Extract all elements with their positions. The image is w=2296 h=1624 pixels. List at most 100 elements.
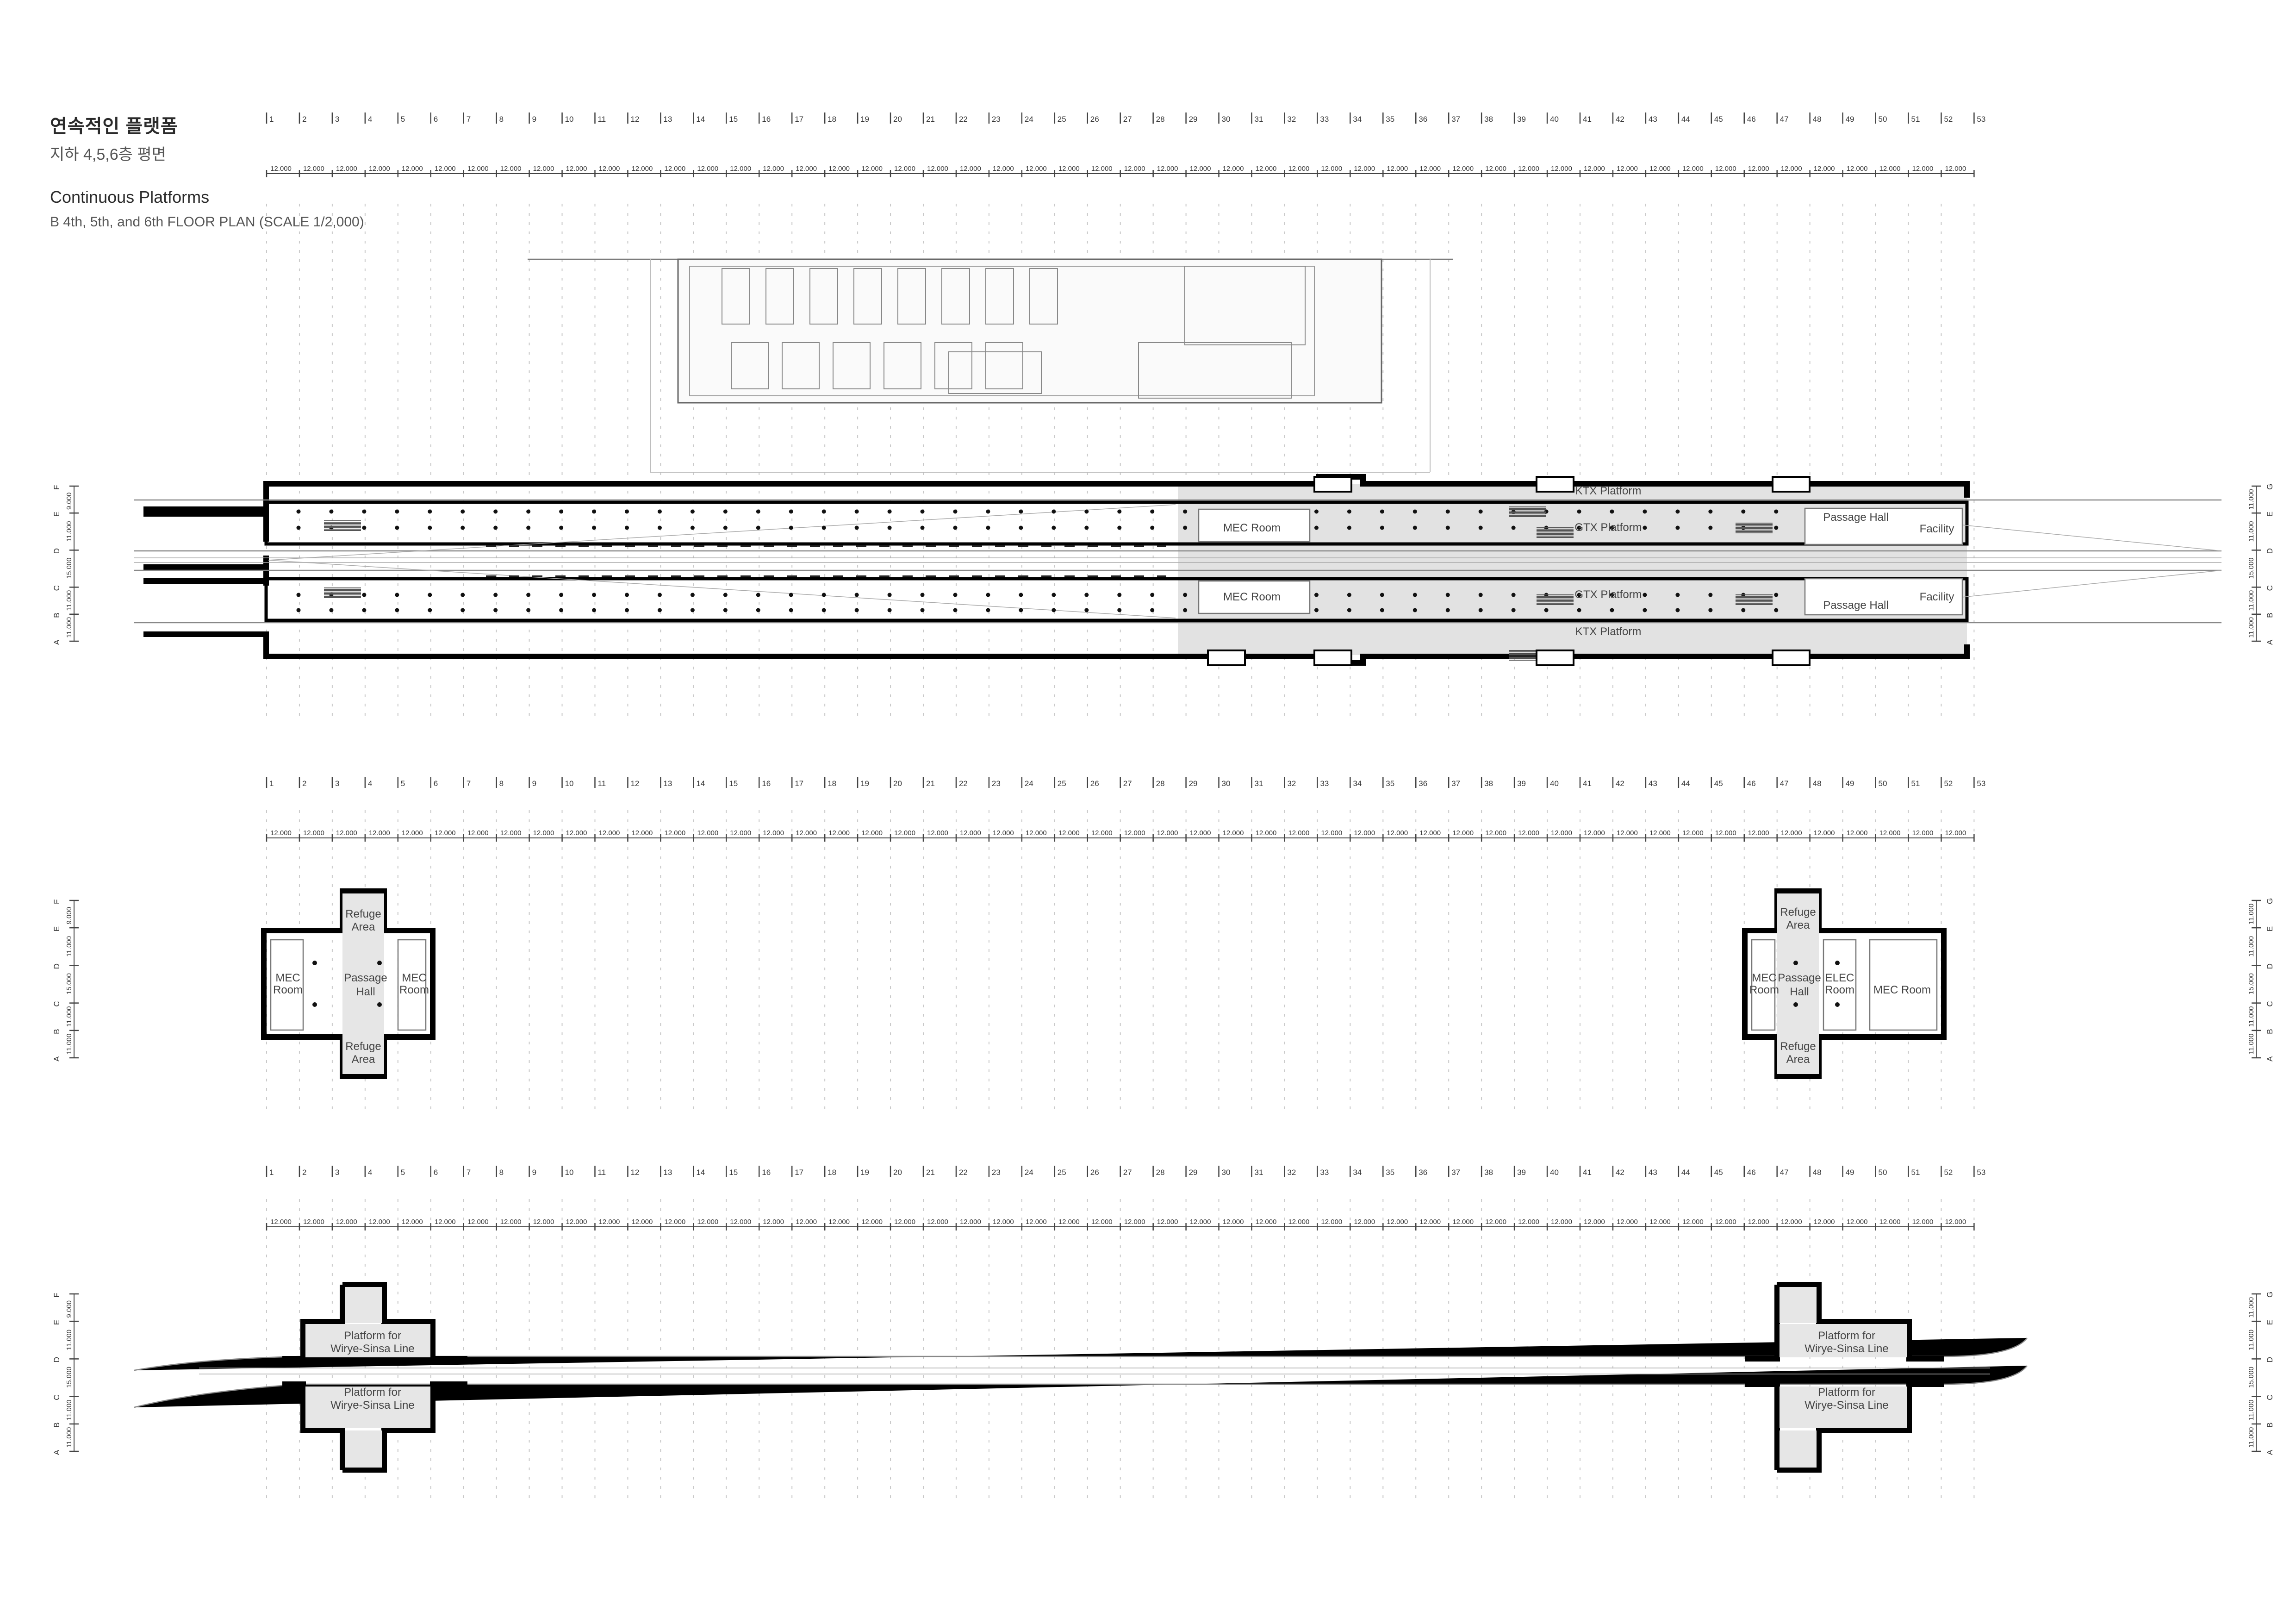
grid-number: 28 (1156, 1168, 1165, 1177)
bay-dimension: 12.000 (1190, 1218, 1211, 1226)
bay-dimension: 12.000 (1748, 1218, 1769, 1226)
column (493, 593, 498, 597)
row-letter: G (2265, 484, 2274, 490)
row-letter: E (52, 926, 61, 931)
stair-core (1536, 476, 1574, 493)
bay-dimension: 12.000 (1387, 165, 1408, 173)
row-dimension: 11.000 (65, 1034, 73, 1055)
bay-dimension: 12.000 (1223, 1218, 1244, 1226)
stair-core (1207, 650, 1246, 666)
column (1150, 525, 1155, 530)
grid-number: 23 (992, 115, 1001, 124)
grid-number: 30 (1222, 1168, 1231, 1177)
column (428, 509, 432, 514)
bay-dimension: 12.000 (1058, 829, 1080, 837)
row-letter: A (2265, 1449, 2274, 1455)
column (1314, 608, 1319, 612)
grid-number: 4 (368, 115, 372, 124)
column (1793, 1002, 1798, 1007)
bay-dimension: 12.000 (435, 1218, 456, 1226)
column (1019, 608, 1023, 612)
row-letter: A (52, 1449, 61, 1455)
bay-dimension: 12.000 (1748, 165, 1769, 173)
column (920, 509, 925, 514)
right-top-platform-label-1: Platform for (1818, 1330, 1875, 1342)
column (1019, 525, 1023, 530)
grid-number: 4 (368, 1168, 372, 1177)
bay-dimension: 12.000 (1058, 1218, 1080, 1226)
right-refuge-top-label-2: Area (1786, 919, 1810, 931)
bay-dimension: 12.000 (1321, 1218, 1342, 1226)
bay-dimension: 12.000 (1584, 165, 1605, 173)
column (756, 509, 760, 514)
grid-number: 29 (1189, 1168, 1198, 1177)
bay-dimension: 12.000 (697, 165, 718, 173)
column (559, 525, 564, 530)
bay-dimension: 12.000 (927, 165, 948, 173)
grid-number: 10 (565, 115, 574, 124)
grid-number: 27 (1123, 115, 1132, 124)
bay-dimension: 12.000 (1814, 829, 1835, 837)
right-mec-left-label-2: Room (1749, 984, 1779, 996)
left-passage-label-1: Passage (344, 972, 387, 984)
right-mec-left-label-1: MEC (1752, 972, 1776, 984)
column (592, 509, 597, 514)
grid-number: 24 (1025, 779, 1033, 788)
column (657, 608, 662, 612)
left-passage-label-2: Hall (356, 986, 375, 998)
bay-dimension: 12.000 (664, 165, 685, 173)
column (1117, 608, 1122, 612)
grid-number: 34 (1353, 1168, 1362, 1177)
grid-number: 45 (1714, 115, 1723, 124)
bay-dimension: 12.000 (631, 1218, 653, 1226)
mec-room-top (1198, 508, 1311, 543)
column (625, 525, 629, 530)
column (559, 593, 564, 597)
left-refuge-top-label-1: Refuge (345, 908, 381, 920)
row-letter: B (2265, 612, 2274, 618)
column (887, 525, 892, 530)
bay-dimension: 12.000 (1256, 1218, 1277, 1226)
column (854, 525, 859, 530)
column (1314, 525, 1319, 530)
row-letter: E (2265, 512, 2274, 517)
column (1052, 608, 1056, 612)
row-letter: C (2265, 1394, 2274, 1400)
column (1052, 525, 1056, 530)
bay-dimension: 12.000 (303, 1218, 324, 1226)
column (1708, 509, 1713, 514)
left-top-platform-label-2: Wirye-Sinsa Line (330, 1343, 414, 1355)
bay-dimension: 12.000 (1256, 165, 1277, 173)
column (1774, 608, 1779, 612)
grid-number: 7 (467, 115, 471, 124)
bay-dimension: 12.000 (270, 165, 292, 173)
grid-number: 8 (499, 115, 504, 124)
grid-number: 3 (335, 1168, 339, 1177)
column (1643, 509, 1647, 514)
grid-number: 39 (1517, 779, 1526, 788)
ktx-platform-top-label: KTX Platform (1575, 485, 1642, 497)
row-dimension: 11.000 (2247, 489, 2255, 510)
bay-dimension: 12.000 (1649, 1218, 1671, 1226)
row-letter: G (2265, 1292, 2274, 1298)
bay-dimension: 12.000 (1256, 829, 1277, 837)
grid-number: 44 (1681, 115, 1690, 124)
grid-number: 14 (696, 1168, 705, 1177)
column (887, 509, 892, 514)
grid-number: 18 (828, 779, 836, 788)
bay-dimension: 12.000 (1715, 1218, 1736, 1226)
column (1084, 608, 1089, 612)
bay-dimension: 12.000 (1419, 829, 1441, 837)
grid-number: 31 (1255, 115, 1263, 124)
bay-dimension: 12.000 (1091, 165, 1113, 173)
column (1084, 593, 1089, 597)
bay-dimension: 12.000 (1485, 165, 1506, 173)
grid-number: 28 (1156, 779, 1165, 788)
row-dimension: 15.000 (65, 557, 73, 579)
grid-number: 14 (696, 115, 705, 124)
bay-dimension: 12.000 (796, 165, 817, 173)
row-letter: B (52, 612, 61, 618)
column (657, 593, 662, 597)
column (756, 593, 760, 597)
column (1412, 509, 1417, 514)
